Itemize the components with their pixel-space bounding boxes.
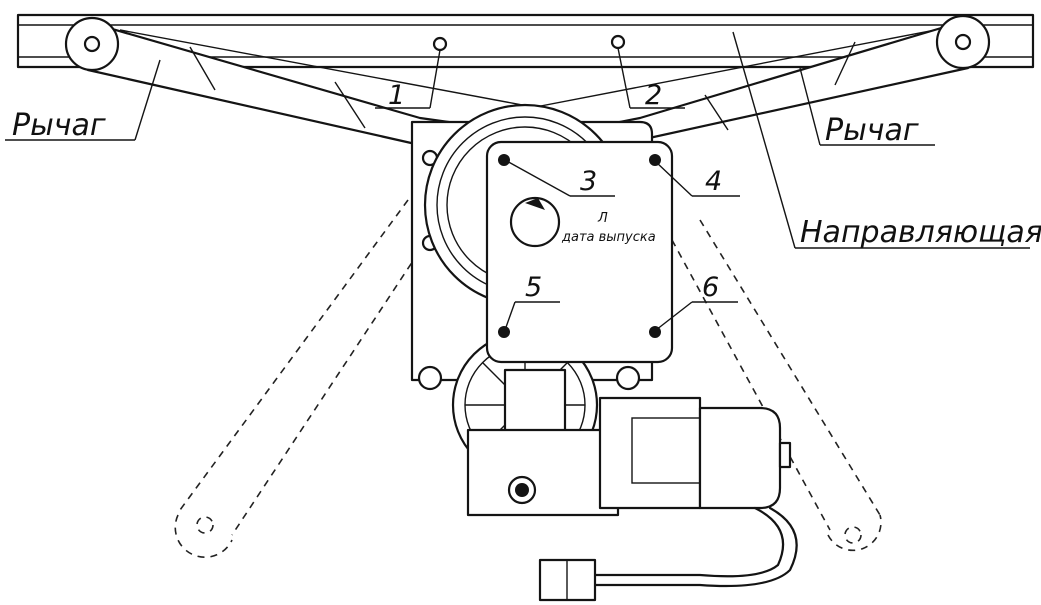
electric-motor: [598, 396, 792, 510]
label-2: 2: [645, 80, 662, 111]
rivet-2: [610, 34, 626, 50]
leader-lines: [5, 31, 1030, 331]
label-5: 5: [525, 272, 542, 303]
lever-lower-position: [174, 199, 882, 559]
motor-wire: [538, 506, 798, 602]
label-guide: Направляющая: [800, 215, 1041, 250]
screw-3: [498, 154, 510, 166]
label-3: 3: [580, 166, 597, 197]
label-lever-right: Рычаг: [825, 113, 919, 148]
label-4: 4: [705, 166, 722, 197]
screw-5: [498, 326, 510, 338]
label-lever-left: Рычаг: [12, 108, 106, 143]
cover-plate: [485, 140, 674, 364]
worm-housing: [466, 368, 620, 517]
marking-date: дата выпуска: [561, 230, 656, 245]
label-1: 1: [388, 80, 405, 111]
cover-window: [509, 196, 561, 248]
lever-left: [64, 16, 472, 150]
lever-arm-b: [519, 29, 936, 111]
lever-arm-a: [119, 29, 561, 113]
marking-l: Л: [597, 211, 608, 226]
label-6: 6: [702, 272, 719, 303]
rivet-1: [432, 36, 448, 52]
lever-right: [588, 14, 991, 152]
